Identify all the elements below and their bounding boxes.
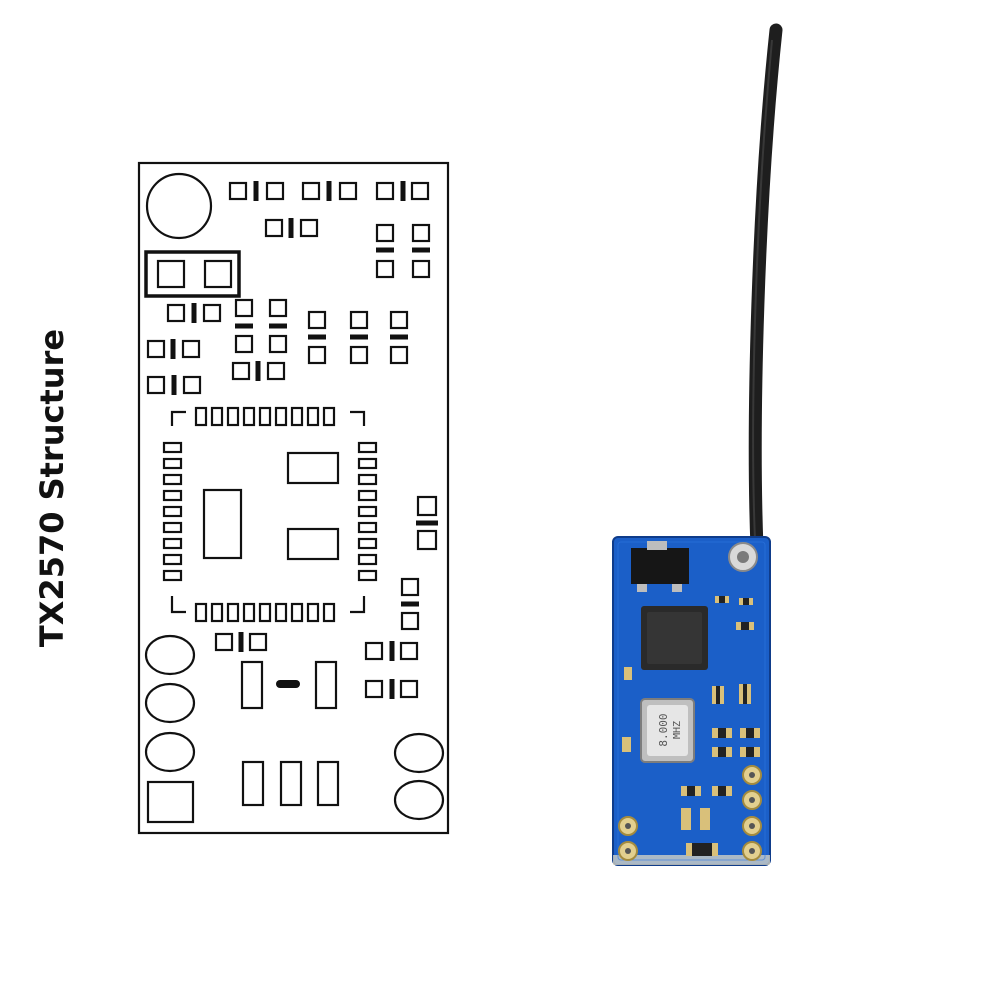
chip-outline (162, 406, 378, 623)
chip-inner-block (286, 451, 340, 485)
module-photo: 8.000 MHZ (612, 23, 783, 866)
board-outline-drawing (137, 161, 450, 835)
chip-pins-bottom (194, 602, 336, 623)
bold-pads (144, 250, 241, 298)
chip-pins-right (357, 441, 378, 582)
chip-inner-block (202, 488, 243, 560)
chip-pins-top (194, 406, 336, 427)
crystal-label-frequency: 8.000 (657, 713, 670, 746)
crystal-oscillator: 8.000 MHZ (640, 698, 695, 763)
chip-inner-block (286, 527, 340, 561)
mounting-hole (145, 172, 213, 240)
board-outline (137, 161, 450, 835)
passive-components-right (364, 495, 438, 699)
crystal-label-unit: MHZ (672, 721, 683, 739)
passive-components-middle (146, 298, 409, 395)
regulator-chip (631, 548, 689, 584)
chip-pins-left (162, 441, 183, 582)
edge-pads-right (393, 732, 445, 821)
edge-pads-left (144, 634, 196, 824)
antenna-wire (748, 23, 783, 555)
passive-components-top (228, 181, 431, 279)
passive-components-bottom (214, 632, 340, 807)
